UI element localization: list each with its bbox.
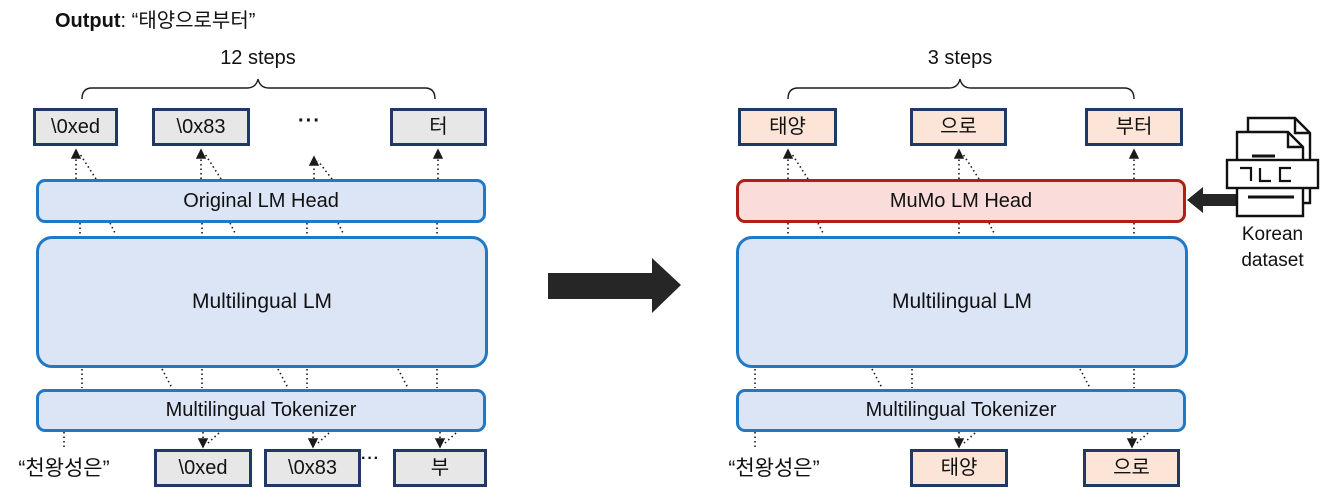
mumo-lm-head-box: MuMo LM Head [736,179,1186,223]
input-token-byte-1: \0xed [154,449,252,487]
output-token-byte-2: \0x83 [152,108,250,146]
dataset-to-head-arrow-icon [1187,187,1239,213]
korean-dataset-caption-line1: Korean [1241,224,1304,245]
output-title-separator: : [120,10,132,32]
steps-label-before: 12 steps [220,47,296,69]
input-token-byte-2: \0x83 [264,449,361,487]
output-token-word-3: 부터 [1085,108,1183,146]
brace-3-steps [787,78,1135,100]
output-title-value: “태양으로부터” [131,10,256,32]
steps-label-after: 3 steps [927,47,993,69]
output-title-label: Output [55,10,121,32]
original-lm-head-box: Original LM Head [36,179,486,223]
transform-arrow-icon [548,258,681,313]
output-title: Output: “태양으로부터” [55,4,255,33]
input-token-word-1: 태양 [910,449,1008,487]
input-text-after: “천왕성은” [728,457,820,480]
multilingual-tokenizer-box-before: Multilingual Tokenizer [36,389,486,432]
input-token-byte-last: 부 [393,449,487,487]
output-token-byte-1: \0xed [33,108,118,146]
output-tokens-ellipsis-before: ··· [298,110,321,132]
jamo-glyphs [1240,166,1291,183]
input-token-word-2: 으로 [1083,449,1180,487]
korean-dataset-caption: Korean dataset [1220,222,1325,273]
output-token-byte-last: 터 [390,108,487,146]
brace-12-steps [81,78,436,100]
multilingual-tokenizer-box-after: Multilingual Tokenizer [736,389,1186,432]
multilingual-lm-box-after: Multilingual LM [736,236,1188,368]
korean-dataset-caption-line2: dataset [1241,249,1304,271]
korean-dataset-icon [1225,116,1320,218]
multilingual-lm-box-before: Multilingual LM [36,236,488,368]
input-text-before: “천왕성은” [18,457,110,480]
input-tokens-ellipsis-before: ··· [361,450,380,467]
output-token-word-1: 태양 [738,108,837,146]
output-token-word-2: 으로 [910,108,1007,146]
